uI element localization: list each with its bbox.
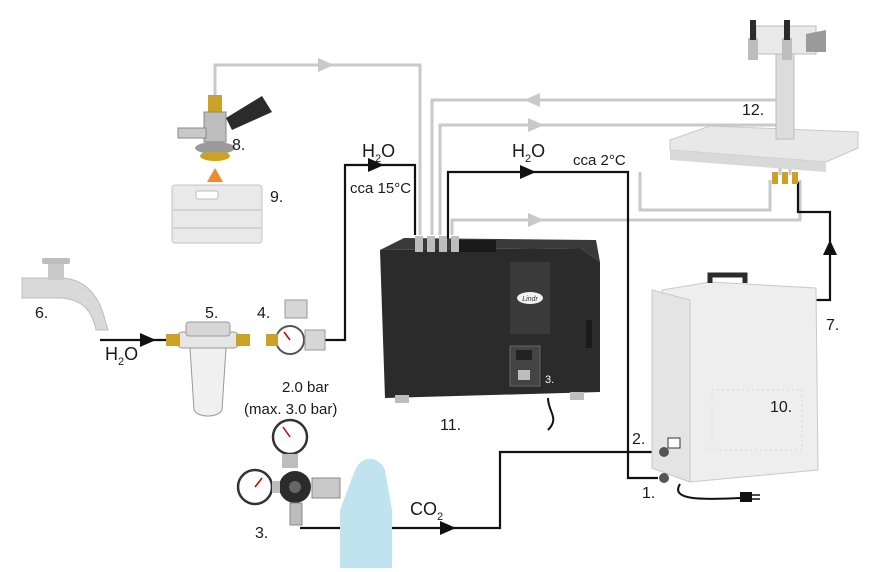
flow-arrow-icon	[524, 93, 540, 107]
h2o-label-inlet: H2O	[362, 141, 395, 165]
label-8: 8.	[232, 137, 245, 154]
co2-bottle	[340, 458, 392, 568]
beer-lines	[213, 58, 802, 235]
flow-arrow-icon	[528, 118, 544, 132]
label-2: 2.	[632, 431, 645, 448]
beer-keg	[171, 184, 263, 244]
flow-arrow-icon	[368, 158, 384, 172]
label-11: 11.	[440, 417, 461, 434]
h2o-label-outlet: H2O	[512, 141, 545, 165]
under-counter-cooler	[380, 236, 600, 431]
keg-to-cooler-line	[213, 63, 422, 235]
cooler-to-pump-line	[446, 170, 658, 480]
flow-arrow-icon	[140, 333, 156, 347]
cooler-logo: Lindr	[522, 296, 538, 303]
flow-arrow-icon	[528, 213, 544, 227]
water-and-gas-lines	[100, 158, 837, 535]
outlet-temperature: cca 2°C	[573, 152, 626, 169]
label-7: 7.	[826, 317, 839, 334]
beer-tap-tower	[669, 20, 859, 184]
reducer-to-cooler-line	[325, 163, 417, 342]
supply-line-3	[450, 180, 802, 235]
water-faucet	[21, 258, 109, 331]
flow-arrow-icon	[823, 240, 837, 255]
flow-arrow-icon	[318, 58, 334, 72]
co2-line	[300, 450, 658, 530]
max-pressure: (max. 3.0 bar)	[244, 401, 337, 418]
water-filter	[166, 321, 250, 417]
pump-to-tap-line	[796, 182, 832, 302]
label-10: 10.	[770, 399, 792, 416]
pump-unit	[651, 272, 819, 502]
label-3-cooler: 3.	[545, 374, 554, 386]
keg-coupler	[177, 95, 272, 161]
label-4: 4.	[257, 305, 270, 322]
label-1: 1.	[642, 485, 655, 502]
flow-arrow-icon	[440, 521, 456, 535]
h2o-label-faucet: H2O	[105, 344, 138, 368]
connect-arrow-icon	[207, 168, 223, 182]
label-5: 5.	[205, 305, 218, 322]
flow-arrow-icon	[520, 165, 536, 179]
co2-label: CO2	[410, 499, 443, 523]
label-12: 12.	[742, 102, 764, 119]
inlet-temperature: cca 15°C	[350, 180, 411, 197]
label-3-regulator: 3.	[255, 525, 268, 542]
working-pressure: 2.0 bar	[282, 379, 329, 396]
label-9: 9.	[270, 189, 283, 206]
label-6: 6.	[35, 305, 48, 322]
cooler-to-tap-line	[638, 172, 772, 212]
water-pressure-reducer	[266, 299, 326, 355]
